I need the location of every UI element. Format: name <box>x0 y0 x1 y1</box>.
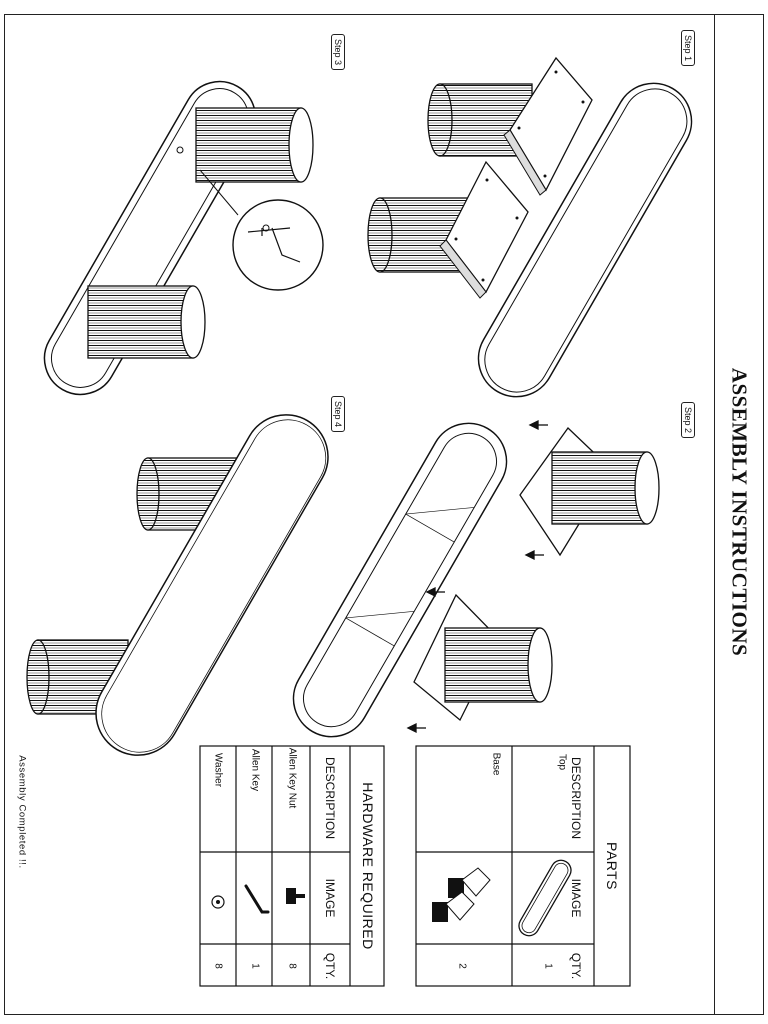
hardware-image-washer <box>211 895 225 909</box>
step2-illustration <box>292 419 660 738</box>
title-band <box>714 14 764 1015</box>
step2-base-upper <box>519 427 660 557</box>
step3-illustration <box>43 80 324 396</box>
step1-base-lower <box>367 160 529 299</box>
hardware-table-grid <box>199 745 385 987</box>
step-4-badge: Step 4 <box>331 395 345 433</box>
hardware-row-nut-description: Allen Key Nut <box>286 747 298 809</box>
parts-row-base-description: Base <box>490 752 502 776</box>
hardware-table-title: HARDWARE REQUIRED <box>360 782 376 950</box>
step4-illustration <box>26 414 329 756</box>
step1-top-slab <box>477 82 693 398</box>
parts-header-image: IMAGE <box>569 878 583 918</box>
parts-row-top-qty: 1 <box>542 963 554 969</box>
hardware-row-nut-qty: 8 <box>286 963 298 969</box>
step3-base-lower <box>87 285 206 359</box>
hardware-image-allen-key-nut <box>286 888 305 904</box>
hardware-row-washer-description: Washer <box>212 752 224 788</box>
step2-arrows <box>406 419 548 734</box>
step1-illustration <box>367 56 693 398</box>
hardware-row-washer-qty: 8 <box>212 963 224 969</box>
parts-header-description: DESCRIPTION <box>569 756 583 840</box>
hardware-row-key-qty: 1 <box>249 963 261 969</box>
step1-base-upper <box>427 56 593 196</box>
parts-image-top <box>518 859 572 937</box>
parts-row-top-description: Top <box>556 753 568 771</box>
hardware-header-qty: QTY. <box>323 952 337 980</box>
step-3-badge: Step 3 <box>331 33 345 71</box>
hardware-image-allen-key <box>244 884 270 914</box>
parts-header-qty: QTY. <box>569 952 583 980</box>
hardware-row-key-description: Allen Key <box>249 748 261 792</box>
parts-table-grid <box>415 745 631 987</box>
step2-top-frame <box>292 422 508 738</box>
step3-base-upper <box>195 107 314 183</box>
step-1-badge: Step 1 <box>681 29 695 67</box>
parts-row-base-qty: 2 <box>456 963 468 969</box>
step3-detail-callout <box>176 146 324 291</box>
step4-assembled-top <box>95 414 329 756</box>
parts-image-base <box>432 867 491 922</box>
instruction-sheet <box>4 14 764 1015</box>
hardware-header-image: IMAGE <box>323 878 337 918</box>
parts-table-title: PARTS <box>604 842 620 890</box>
step-2-badge: Step 2 <box>681 401 695 439</box>
step2-base-lower <box>413 593 553 722</box>
completion-note: Assembly Completed !!. <box>16 755 28 869</box>
hardware-header-description: DESCRIPTION <box>323 756 337 840</box>
